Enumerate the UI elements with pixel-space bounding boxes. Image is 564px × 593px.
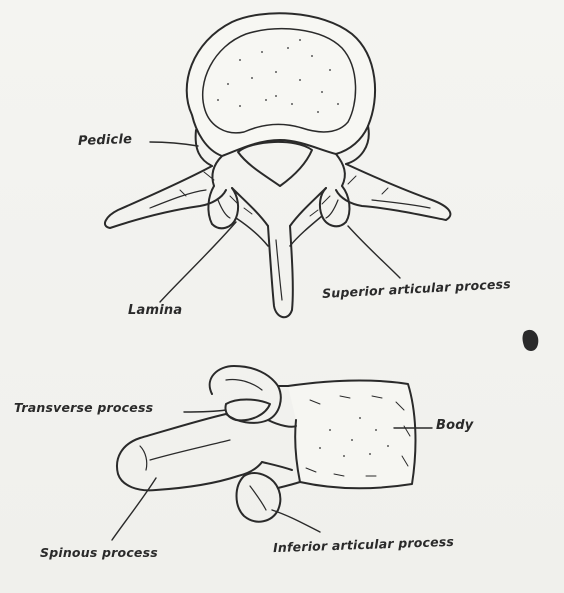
lamina-leader [160,222,236,302]
label-spinous-process: Spinous process [40,545,158,560]
superior-articular-left [208,186,238,228]
transverse-process-leader [184,410,226,412]
vertebral-body-top [187,13,375,156]
vertebral-body-lateral [288,380,415,488]
label-transverse-process: Transverse process [14,400,153,415]
lamina [232,188,326,226]
lateral-view-vertebra [112,366,432,540]
ink-mark [523,330,539,351]
superior-articular-leader [348,226,400,278]
inferior-articular-leader [272,510,320,532]
label-lamina: Lamina [128,303,182,318]
transverse-process-right [336,164,450,220]
spinous-process-lateral [117,414,262,490]
vertebral-foramen [238,142,312,186]
label-body: Body [436,418,473,433]
label-pedicle: Pedicle [78,132,133,149]
superior-view-vertebra [105,13,450,317]
pedicle-leader [150,142,198,146]
spinous-process-top [268,226,293,317]
